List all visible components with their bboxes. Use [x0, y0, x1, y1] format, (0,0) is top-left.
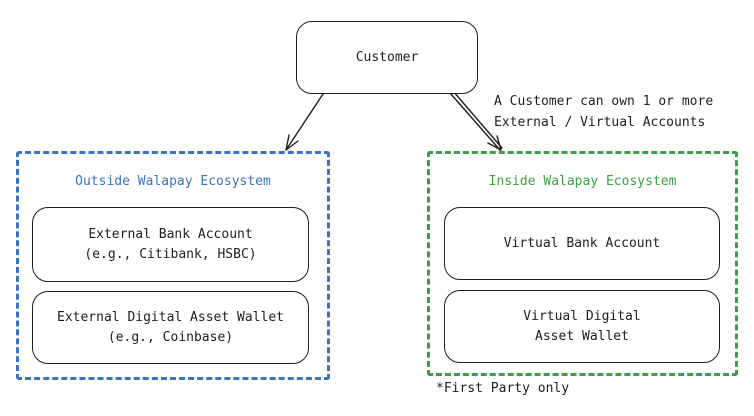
customer-node: Customer [296, 21, 478, 94]
customer-label: Customer [355, 49, 419, 65]
external-bank-account-node: External Bank Account (e.g., Citibank, H… [32, 207, 309, 282]
inside-zone-title: Inside Walapay Ecosystem [488, 174, 677, 189]
external-digital-asset-wallet-node: External Digital Asset Wallet (e.g., Coi… [32, 291, 309, 364]
virtual-bank-account-label: Virtual Bank Account [503, 235, 661, 251]
ownership-note: A Customer can own 1 or more External / … [494, 94, 714, 130]
external-bank-account-label: External Bank Account (e.g., Citibank, H… [84, 226, 257, 262]
first-party-footnote: *First Party only [436, 381, 570, 396]
arrow-to-inside-double [452, 90, 503, 149]
arrow-to-inside [449, 92, 501, 151]
virtual-digital-asset-wallet-label: Virtual Digital Asset Wallet [523, 308, 641, 344]
arrow-to-outside-head [285, 134, 299, 151]
virtual-bank-account-node: Virtual Bank Account [444, 207, 720, 280]
external-digital-asset-wallet-label: External Digital Asset Wallet (e.g., Coi… [57, 309, 284, 345]
arrow-to-outside [285, 93, 324, 151]
virtual-digital-asset-wallet-node: Virtual Digital Asset Wallet [444, 290, 720, 363]
arrow-to-inside-head [487, 135, 502, 151]
outside-zone-title: Outside Walapay Ecosystem [75, 174, 271, 189]
outside-walapay-zone: Outside Walapay Ecosystem [16, 151, 330, 380]
inside-walapay-zone: Inside Walapay Ecosystem [427, 151, 738, 376]
